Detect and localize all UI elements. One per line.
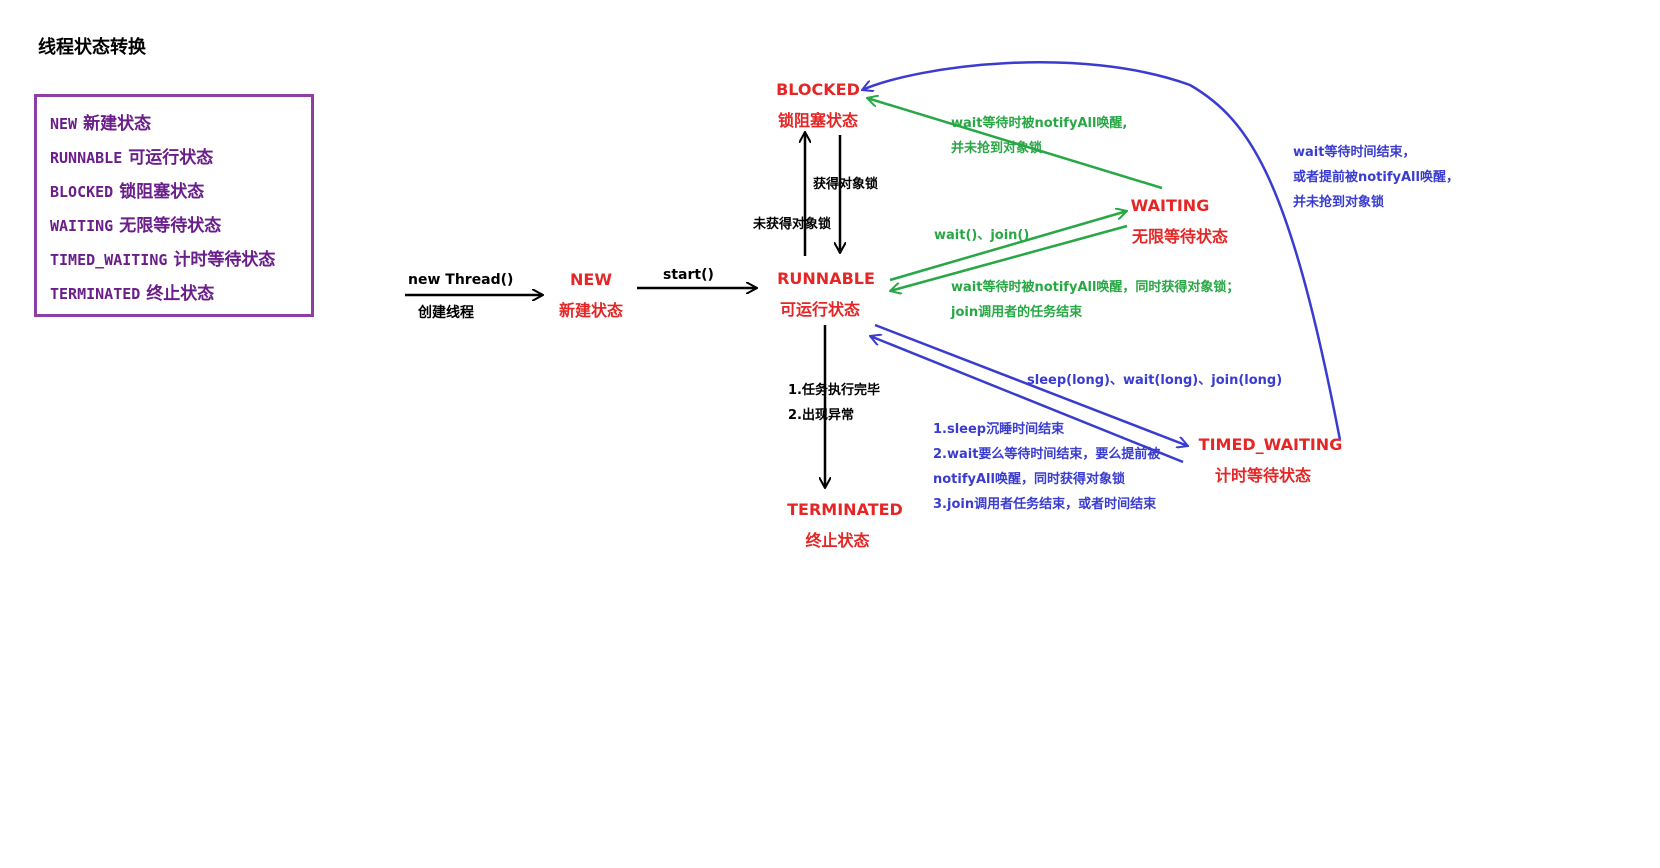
label-wait-notify-runnable-2: join调用者的任务结束 [951,305,1083,320]
arrow-runnable-to-waiting [889,211,1127,282]
label-sleep-wait-join: sleep(long)、wait(long)、join(long) [1027,373,1283,388]
state-waiting-cn: 无限等待状态 [1131,227,1228,246]
label-timed-runnable-4: 3.join调用者任务结束，或者时间结束 [933,497,1157,512]
label-not-get-lock: 未获得对象锁 [753,217,832,232]
legend-code: TERMINATED [50,285,141,303]
legend-label: 终止状态 [146,284,215,304]
legend-item-new: NEW 新建状态 [50,109,151,134]
label-wait-join: wait()、join() [934,228,1030,243]
state-timed-waiting-cn: 计时等待状态 [1214,466,1311,485]
label-create-thread: 创建线程 [418,305,474,321]
label-timed-blocked-1: wait等待时间结束， [1293,145,1416,160]
arrow-waiting-to-blocked [867,98,1163,190]
label-new-thread: new Thread() [408,272,514,288]
label-exception: 2.出现异常 [788,408,854,423]
legend-code: BLOCKED [50,183,114,201]
state-blocked-cn: 锁阻塞状态 [777,111,858,130]
state-timed-waiting: TIMED_WAITING [1198,435,1343,454]
arrow-timed-to-blocked [862,61,1342,441]
legend-label: 计时等待状态 [173,250,276,270]
legend-item-blocked: BLOCKED 锁阻塞状态 [50,177,204,202]
legend-label: 可运行状态 [128,148,214,168]
arrow-waiting-to-runnable [890,224,1128,291]
label-timed-runnable-1: 1.sleep沉睡时间结束 [933,422,1065,437]
legend-label: 新建状态 [83,114,152,134]
legend-code: NEW [50,115,78,133]
legend-item-terminated: TERMINATED 终止状态 [50,279,214,304]
arrow-runnable-to-timed [874,323,1188,446]
legend-label: 无限等待状态 [119,216,222,236]
state-waiting: WAITING [1130,196,1210,215]
legend-item-timed-waiting: TIMED_WAITING 计时等待状态 [50,245,275,270]
label-timed-runnable-3: notifyAll唤醒，同时获得对象锁 [933,472,1125,487]
legend-label: 锁阻塞状态 [119,182,205,202]
label-wait-notify-runnable-1: wait等待时被notifyAll唤醒，同时获得对象锁； [951,280,1240,295]
state-runnable: RUNNABLE [777,269,875,288]
label-start: start() [663,267,714,283]
label-timed-blocked-2: 或者提前被notifyAll唤醒， [1293,170,1459,185]
state-new: NEW [570,270,612,289]
label-wait-notify-blocked-2: 并未抢到对象锁 [951,141,1043,156]
legend-code: RUNNABLE [50,149,123,167]
legend-code: TIMED_WAITING [50,251,168,269]
state-legend: NEW 新建状态 RUNNABLE 可运行状态 BLOCKED 锁阻塞状态 WAITI… [34,94,314,317]
legend-item-runnable: RUNNABLE 可运行状态 [50,143,213,168]
page-title: 线程状态转换 [38,37,146,58]
state-runnable-cn: 可运行状态 [779,300,860,319]
state-terminated: TERMINATED [787,500,903,519]
state-blocked: BLOCKED [776,80,860,99]
state-new-cn: 新建状态 [558,301,623,320]
arrow-timed-to-runnable [870,336,1184,464]
label-wait-notify-blocked-1: wait等待时被notifyAll唤醒, [951,116,1128,131]
label-timed-runnable-2: 2.wait要么等待时间结束，要么提前被 [933,447,1161,462]
legend-item-waiting: WAITING 无限等待状态 [50,211,221,236]
state-terminated-cn: 终止状态 [805,531,870,550]
legend-code: WAITING [50,217,114,235]
label-get-lock: 获得对象锁 [813,177,879,192]
label-timed-blocked-3: 并未抢到对象锁 [1293,195,1385,210]
label-task-finished: 1.任务执行完毕 [788,383,880,398]
